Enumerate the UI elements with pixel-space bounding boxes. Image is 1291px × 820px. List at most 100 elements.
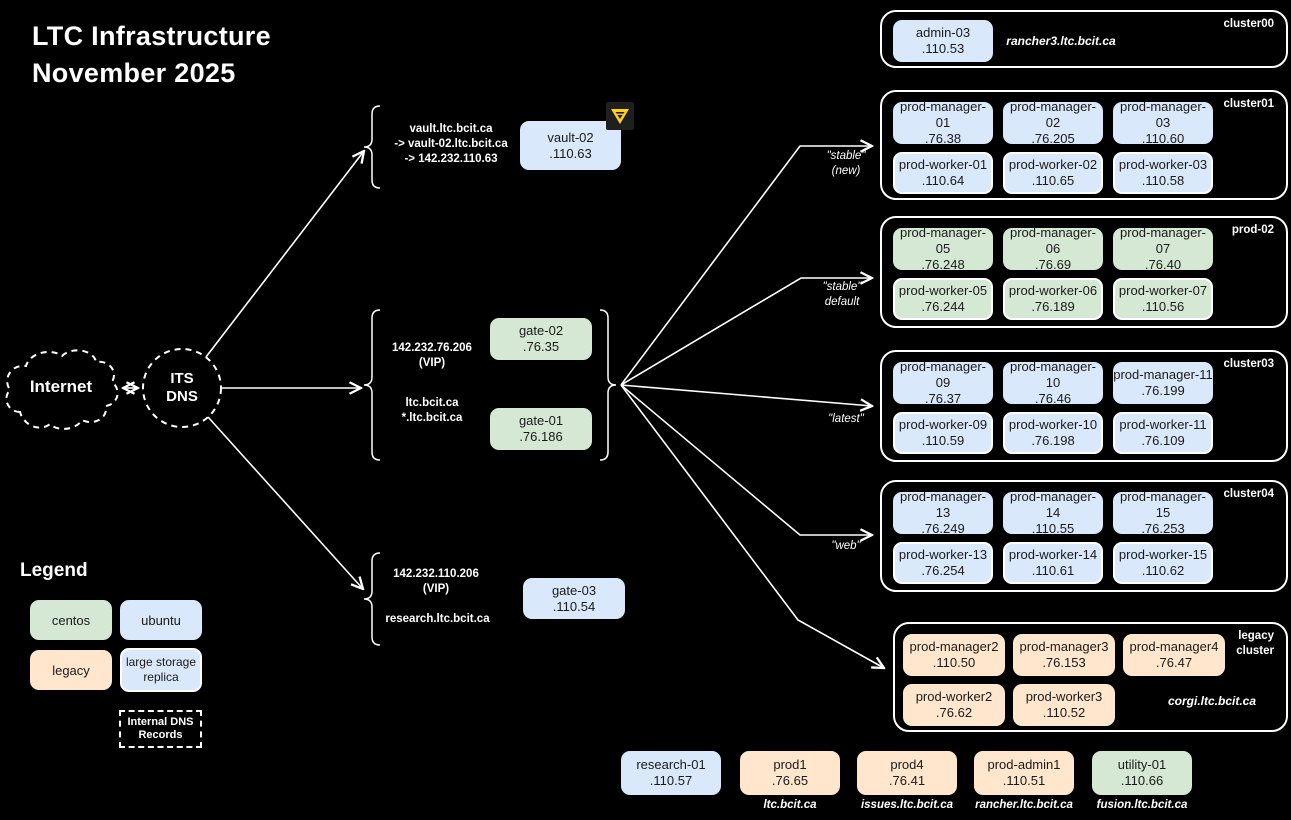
node-prod-manager-14: prod-manager-14.110.55: [1003, 489, 1103, 536]
title-line2: November 2025: [32, 58, 236, 88]
domain-label-ltc.bcit.ca: ltc.bcit.ca: [763, 799, 817, 811]
vip-research-address: 142.232.110.206 (VIP): [393, 568, 479, 595]
edge-label-stable-default: "stable" default: [822, 281, 862, 308]
edge-label-stable-new: "stable" (new): [826, 150, 866, 177]
node-prod-manager-06: prod-manager-06.76.69: [1003, 225, 1103, 272]
node-name: gate-01: [518, 413, 564, 428]
legend-item-ubuntu: ubuntu: [120, 600, 202, 640]
title-line1: LTC Infrastructure: [32, 21, 271, 51]
node-prod-manager-15: prod-manager-15.76.253: [1113, 489, 1213, 536]
legend-item-large-storage-replica: large storage replica: [120, 648, 202, 692]
node-prod-worker3: prod-worker3.110.52: [1013, 684, 1115, 726]
edge-label-latest: "latest": [828, 413, 864, 425]
node-prod-manager-11: prod-manager-11.76.199: [1113, 362, 1213, 404]
internet-cloud-outline: [5, 349, 119, 430]
arrow-to-prod02: [620, 278, 872, 386]
node-prod-worker-01: prod-worker-01.110.64: [893, 152, 993, 194]
legend-item-legacy: legacy: [30, 650, 112, 690]
cluster-label: cluster04: [1223, 488, 1274, 500]
node-prod-worker-11: prod-worker-11.76.109: [1113, 412, 1213, 454]
node-prod-manager-05: prod-manager-05.76.248: [893, 225, 993, 272]
edge-label-web: "web": [831, 540, 861, 552]
cluster-label: legacy cluster: [1236, 630, 1274, 657]
legend-internal-dns-records: Internal DNS Records: [119, 710, 202, 748]
legend-item-centos: centos: [30, 600, 112, 640]
node-name: gate-02: [518, 323, 564, 338]
node-research-01: research-01.110.57: [621, 751, 721, 795]
node-prod-worker-05: prod-worker-05.76.244: [893, 278, 993, 320]
node-prod-worker-06: prod-worker-06.76.189: [1003, 278, 1103, 320]
brace-vip-right: [599, 309, 617, 461]
domain-label-fusion.ltc.bcit.ca: fusion.ltc.bcit.ca: [1096, 799, 1188, 811]
node-prod-worker2: prod-worker2.76.62: [903, 684, 1005, 726]
vault-dns-records: vault.ltc.bcit.ca -> vault-02.ltc.bcit.c…: [394, 123, 508, 165]
node-gate-02: gate-02 .76.35: [490, 318, 592, 360]
cluster-note-domain: corgi.ltc.bcit.ca: [1167, 694, 1257, 708]
node-prod1: prod1.76.65: [740, 751, 840, 795]
vip-research-domain: research.ltc.bcit.ca: [385, 613, 490, 625]
node-prod-worker-13: prod-worker-13.76.254: [893, 542, 993, 584]
node-prod-manager-10: prod-manager-10.76.46: [1003, 359, 1103, 406]
node-utility-01: utility-01.110.66: [1092, 751, 1192, 795]
node-prod-worker-07: prod-worker-07.110.56: [1113, 278, 1213, 320]
node-prod-manager-01: prod-manager-01.76.38: [893, 99, 993, 146]
domain-label-rancher.ltc.bcit.ca: rancher.ltc.bcit.ca: [975, 799, 1073, 811]
vault-warning-icon: [606, 102, 634, 130]
arrow-dns-research: [207, 416, 363, 589]
vip-main-address: 142.232.76.206 (VIP): [392, 342, 472, 369]
arrow-to-cluster04: [620, 384, 872, 535]
node-name: vault-02: [547, 129, 594, 145]
node-vault-02: vault-02 .110.63: [520, 121, 621, 170]
brace-vip-left: [363, 309, 381, 461]
node-prod-manager-09: prod-manager-09.76.37: [893, 359, 993, 406]
node-prod-worker-10: prod-worker-10.76.198: [1003, 412, 1103, 454]
cluster-label: prod-02: [1231, 224, 1274, 236]
legend-title: Legend: [20, 560, 88, 581]
arrow-to-legacy: [620, 384, 884, 668]
cluster-label: cluster03: [1223, 358, 1274, 370]
domain-label-issues.ltc.bcit.ca: issues.ltc.bcit.ca: [860, 799, 954, 811]
node-ip: .76.35: [522, 339, 560, 354]
node-gate-01: gate-01 .76.186: [490, 408, 592, 450]
node-prod-manager3: prod-manager3.76.153: [1013, 634, 1115, 676]
node-prod-worker-14: prod-worker-14.110.61: [1003, 542, 1103, 584]
node-prod-worker-15: prod-worker-15.110.62: [1113, 542, 1213, 584]
brace-vault-records: [363, 105, 381, 189]
node-gate-03: gate-03 .110.54: [523, 578, 625, 619]
node-ip: .110.54: [552, 598, 596, 614]
node-prod-manager-07: prod-manager-07.76.40: [1113, 225, 1213, 272]
cluster-label: cluster01: [1223, 98, 1274, 110]
brace-research: [363, 552, 381, 646]
cluster-note-domain: rancher3.ltc.bcit.ca: [1006, 34, 1116, 48]
cluster-legacy: legacy cluster corgi.ltc.bcit.ca prod-ma…: [893, 622, 1288, 732]
node-prod-manager2: prod-manager2.110.50: [903, 634, 1005, 676]
node-prod-manager-02: prod-manager-02.76.205: [1003, 99, 1103, 146]
vip-main-domains: ltc.bcit.ca *.ltc.bcit.ca: [401, 397, 463, 424]
its-dns-label: ITS DNS: [166, 370, 198, 405]
arrow-to-cluster01: [620, 146, 872, 386]
node-prod-worker-03: prod-worker-03.110.58: [1113, 152, 1213, 194]
node-prod-worker-02: prod-worker-02.110.65: [1003, 152, 1103, 194]
node-ip: .76.186: [519, 429, 563, 444]
arrow-dns-vault: [205, 151, 364, 358]
node-prod-manager-13: prod-manager-13.76.249: [893, 489, 993, 536]
arrow-to-cluster03: [620, 384, 872, 406]
node-prod-worker-09: prod-worker-09.110.59: [893, 412, 993, 454]
node-prod-manager4: prod-manager4.76.47: [1123, 634, 1225, 676]
node-admin-03: admin-03.110.53: [893, 20, 993, 62]
node-prod-manager-03: prod-manager-03.110.60: [1113, 99, 1213, 146]
node-prod-admin1: prod-admin1.110.51: [974, 751, 1074, 795]
cluster-label: cluster00: [1223, 18, 1274, 30]
internet-label: Internet: [29, 377, 93, 396]
node-name: gate-03: [551, 582, 597, 598]
cluster-cluster00: cluster00 rancher3.ltc.bcit.ca admin-03.…: [880, 10, 1288, 68]
node-ip: .110.63: [549, 145, 592, 161]
page-title: LTC Infrastructure November 2025: [32, 18, 271, 92]
